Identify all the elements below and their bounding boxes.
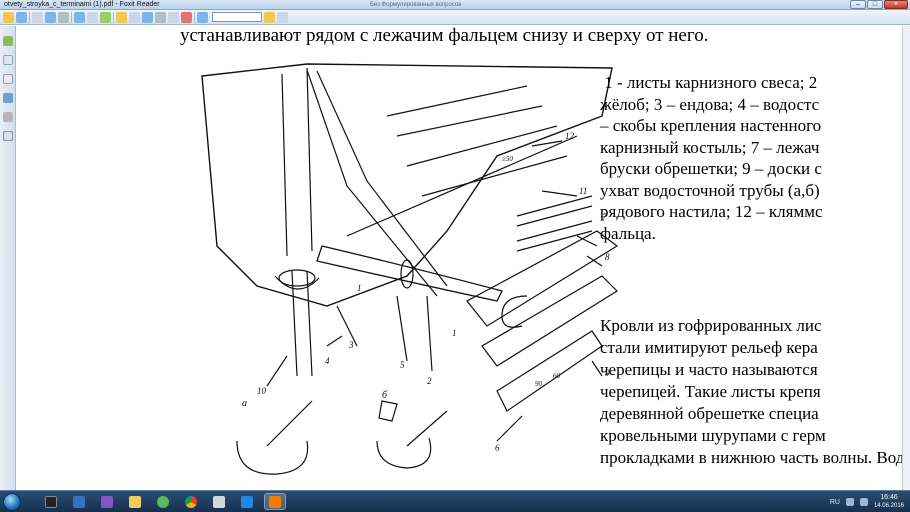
player-app-icon[interactable] [96, 493, 118, 510]
torrent-app-icon[interactable] [152, 493, 174, 510]
dim-90: 90 [535, 380, 543, 388]
search-icon[interactable] [197, 11, 208, 23]
toolbar-separator [29, 11, 30, 23]
snapshot-tool-icon[interactable] [155, 11, 166, 23]
callout-3: 3 [348, 340, 354, 350]
save-icon[interactable] [16, 11, 27, 23]
callout-8: 8 [605, 252, 610, 262]
comments-icon[interactable] [2, 93, 13, 103]
cmd-app-icon[interactable] [40, 493, 62, 510]
maximize-button[interactable]: □ [867, 0, 883, 9]
open-icon[interactable] [3, 11, 14, 23]
body-paragraph: Кровли из гофрированных лис стали имитир… [600, 316, 902, 467]
media-app-icon[interactable] [68, 493, 90, 510]
clock[interactable]: 16:46 14.06.2016 [874, 494, 904, 510]
navigation-panel [0, 26, 16, 490]
callout-9: 9 [605, 368, 610, 378]
bookmarks-icon[interactable] [2, 36, 13, 46]
rotate-icon[interactable] [100, 11, 111, 23]
start-button[interactable] [3, 493, 21, 511]
dim-60: 60 [553, 372, 561, 380]
toolbar [0, 10, 910, 25]
toolbar-separator [113, 11, 114, 23]
dim-50: ≥50 [502, 155, 513, 163]
taskbar-apps [40, 493, 286, 510]
callout-1: 1 [357, 283, 362, 293]
callout-11: 11 [579, 186, 587, 196]
viewer-app-icon[interactable] [236, 493, 258, 510]
clock-date: 14.06.2016 [873, 503, 904, 509]
sub-label-b: б [382, 390, 388, 401]
chrome-app-icon[interactable] [180, 493, 202, 510]
vertical-scrollbar[interactable] [902, 26, 910, 490]
signatures-icon[interactable] [2, 131, 13, 141]
search-next-icon[interactable] [264, 11, 275, 23]
minimize-button[interactable]: – [850, 0, 866, 9]
layers-icon[interactable] [2, 74, 13, 84]
snapshot-icon[interactable] [58, 11, 69, 23]
hand-icon[interactable] [116, 11, 127, 23]
page-view-icon[interactable] [74, 11, 85, 23]
folder-app-icon[interactable] [124, 493, 146, 510]
search-options-icon[interactable] [277, 11, 288, 23]
clock-time: 16:46 [880, 494, 898, 501]
callout-6: 6 [495, 443, 500, 453]
tray-arrow-icon[interactable] [845, 498, 854, 506]
roof-drainage-figure: 10 4 3 5 2 1 1 12 11 7 8 9 6 а б ≥50 90 … [201, 63, 619, 475]
sub-label-a: а [242, 398, 247, 409]
print-icon[interactable] [32, 11, 43, 23]
foxit-app-icon[interactable] [264, 493, 286, 510]
callout-5: 5 [400, 360, 405, 370]
pages-icon[interactable] [2, 55, 13, 65]
volume-icon[interactable] [859, 498, 868, 506]
document-page: устанавливают рядом с лежачим фальцем сн… [17, 26, 902, 490]
document-text-line: устанавливают рядом с лежачим фальцем сн… [180, 26, 709, 46]
system-tray: RU 16:46 14.06.2016 [830, 493, 904, 511]
zoom-out-icon[interactable] [87, 11, 98, 23]
search-input[interactable] [212, 12, 262, 22]
title-bar: otvety_stroyka_c_terminami (1).pdf - Fox… [0, 0, 910, 10]
language-indicator[interactable]: RU [829, 498, 840, 506]
close-button[interactable]: × [884, 0, 908, 9]
taskbar: RU 16:46 14.06.2016 [0, 490, 910, 512]
zoom-icon[interactable] [142, 11, 153, 23]
window-controls: – □ × [850, 0, 908, 9]
select-icon[interactable] [129, 11, 140, 23]
figure-legend: 1 - листы карнизного свеса; 2 жёлоб; 3 –… [600, 73, 823, 243]
annotate-icon[interactable] [181, 11, 192, 23]
attachments-icon[interactable] [2, 112, 13, 122]
window-title: otvety_stroyka_c_terminami (1).pdf - Fox… [4, 1, 160, 8]
toolbar-separator [71, 11, 72, 23]
callout-2: 2 [427, 376, 432, 386]
callout-10: 10 [257, 386, 267, 396]
callout-12: 12 [565, 131, 575, 141]
typewriter-icon[interactable] [168, 11, 179, 23]
callout-4: 4 [325, 356, 330, 366]
calc-app-icon[interactable] [208, 493, 230, 510]
toolbar-separator [194, 11, 195, 23]
email-icon[interactable] [45, 11, 56, 23]
window-subtitle: Без Формулированных вопросов [370, 2, 462, 8]
callout-7: 7 [602, 212, 607, 222]
callout-1b: 1 [452, 328, 457, 338]
